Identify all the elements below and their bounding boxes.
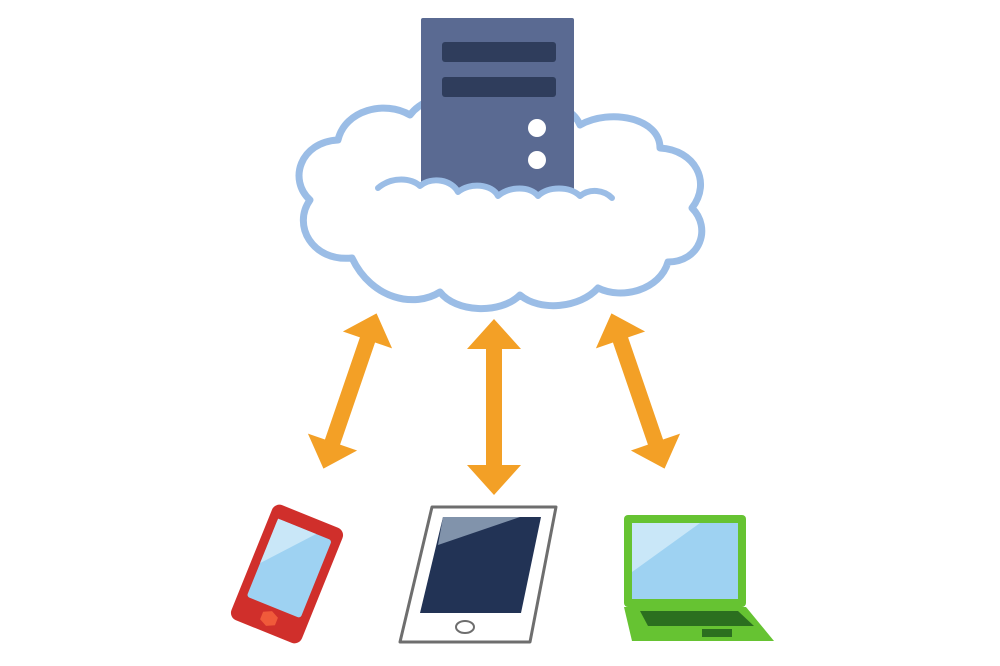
laptop-keyboard <box>640 611 754 626</box>
tablet-screen <box>420 517 541 613</box>
server-slot-top <box>442 42 556 62</box>
tablet-screen-glare <box>438 517 520 545</box>
laptop-trackpad <box>702 629 732 637</box>
laptop-screen-glare <box>632 523 700 572</box>
server-tower-icon <box>421 18 574 200</box>
laptop-icon <box>624 515 774 641</box>
arrow-center <box>467 319 521 495</box>
cloud-front-outline <box>375 176 615 201</box>
bidirectional-arrow-icon <box>307 313 681 495</box>
tablet-icon <box>398 505 558 644</box>
tablet-home-button <box>455 620 475 634</box>
cloud-front-scallop <box>378 179 612 215</box>
server-led-bottom <box>528 151 546 169</box>
arrow-right <box>595 313 681 469</box>
smartphone-icon <box>230 504 344 644</box>
phone-home-button <box>260 611 278 626</box>
server-led-top <box>528 119 546 137</box>
arrow-left <box>307 313 393 469</box>
server-slot-bottom <box>442 77 556 97</box>
phone-screen-glare <box>260 518 317 564</box>
